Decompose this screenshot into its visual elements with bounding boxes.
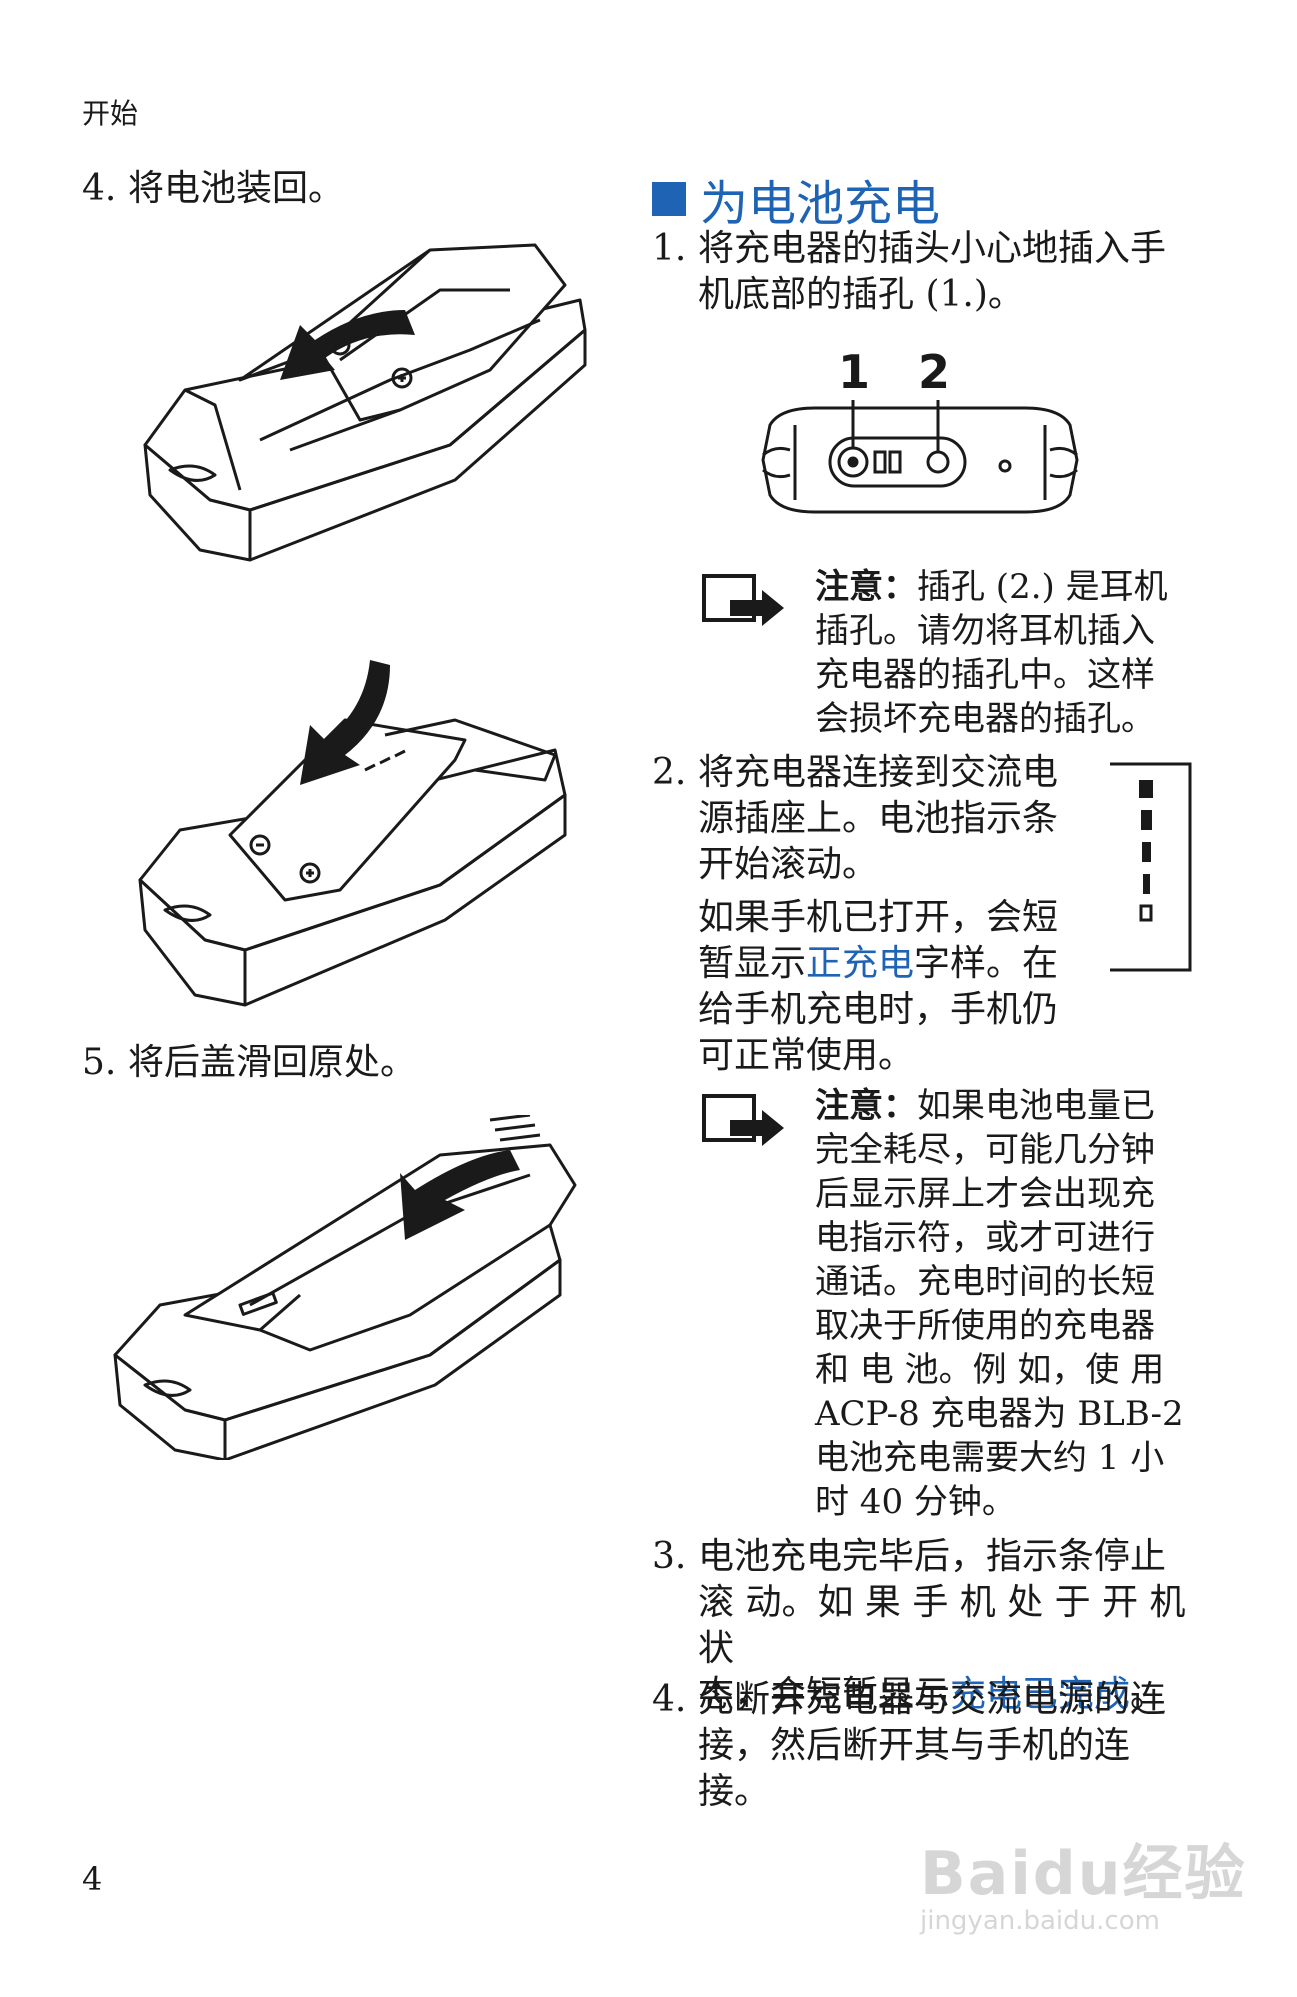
- step-number: 2.: [652, 752, 687, 793]
- step-text: 将电池装回。: [128, 168, 345, 209]
- note-line: 后显示屏上才会出现充: [815, 1174, 1155, 1214]
- step-line: 将充电器的插头小心地插入手: [698, 228, 1167, 269]
- watermark-logo: Baidu经验: [920, 1839, 1247, 1909]
- charging-status-text: 正充电: [806, 943, 915, 984]
- note-line: 插孔。请勿将耳机插入: [815, 611, 1155, 651]
- battery-insert-illustration-1: [143, 243, 587, 562]
- para-text: 暂显示: [698, 943, 807, 984]
- note-headphone-jack: 注意：插孔 (2.) 是耳机 插孔。请勿将耳机插入 充电器的插孔中。这样 会损坏…: [815, 565, 1195, 741]
- battery-indicator-icon: [1110, 762, 1192, 972]
- label-1: 1: [838, 345, 871, 399]
- note-line: 插孔 (2.) 是耳机: [917, 567, 1168, 607]
- para-text: 字样。在: [914, 943, 1059, 984]
- step-line: 滚 动。如 果 手 机 处 于 开 机 状: [698, 1582, 1186, 1669]
- step-number: 4.: [82, 168, 117, 209]
- charge-step-1: 1. 将充电器的插头小心地插入手 机底部的插孔 (1.)。: [652, 226, 1212, 318]
- para-line: 如果手机已打开，会短: [698, 897, 1059, 938]
- step-line: 将充电器连接到交流电: [698, 752, 1059, 793]
- note-label: 注意：: [815, 1086, 917, 1126]
- step-line: 机底部的插孔 (1.)。: [698, 274, 1024, 315]
- section-title-text: 为电池充电: [700, 176, 941, 232]
- section-title: 为电池充电: [652, 164, 940, 234]
- step-line: 开始滚动。: [698, 844, 879, 885]
- step-line: 先断开充电器与交流电源的连: [698, 1679, 1167, 1720]
- para-line: 给手机充电时，手机仍: [698, 989, 1059, 1030]
- note-line: 完全耗尽，可能几分钟: [815, 1130, 1155, 1170]
- charge-step-2-detail: 如果手机已打开，会短 暂显示正充电字样。在 给手机充电时，手机仍 可正常使用。: [698, 895, 1078, 1079]
- note-line: 通话。充电时间的长短: [815, 1262, 1155, 1302]
- step-line: 电池充电完毕后，指示条停止: [698, 1536, 1167, 1577]
- watermark: Baidu经验 jingyan.baidu.com: [920, 1825, 1246, 1936]
- note-line: 充电器的插孔中。这样: [815, 655, 1155, 695]
- step-line: 接。: [698, 1771, 771, 1812]
- watermark-url: jingyan.baidu.com: [920, 1906, 1160, 1936]
- running-header: 开始: [82, 97, 139, 130]
- charge-step-3: 3. 电池充电完毕后，指示条停止 滚 动。如 果 手 机 处 于 开 机 状 态…: [652, 1534, 1212, 1715]
- battery-insert-illustration-2: [138, 660, 567, 1007]
- step-4-battery-back: 4. 将电池装回。: [82, 166, 602, 212]
- note-line: 会损坏充电器的插孔。: [815, 699, 1155, 739]
- step-text: 将后盖滑回原处。: [128, 1042, 417, 1083]
- step-number: 4.: [652, 1679, 687, 1720]
- step-text: 态，会短暂显示: [698, 1674, 951, 1715]
- note-line: 电池充电需要大约 1 小: [815, 1438, 1165, 1478]
- note-line: ACP-8 充电器为 BLB-2: [815, 1394, 1184, 1434]
- step-text: 。: [1130, 1674, 1167, 1715]
- bullet-square-icon: [652, 182, 686, 216]
- charge-step-4: 4. 先断开充电器与交流电源的连 接，然后断开其与手机的连 接。: [652, 1677, 1212, 1815]
- note-line: 和 电 池。例 如，使 用: [815, 1350, 1165, 1390]
- note-line: 时 40 分钟。: [815, 1482, 1016, 1522]
- para-line: 可正常使用。: [698, 1035, 915, 1076]
- label-2: 2: [918, 345, 951, 399]
- charge-step-2: 2. 将充电器连接到交流电 源插座上。电池指示条 开始滚动。: [652, 750, 1072, 888]
- step-number: 3.: [652, 1536, 687, 1577]
- back-cover-illustration: [113, 1115, 577, 1460]
- note-charging-time: 注意：如果电池电量已 完全耗尽，可能几分钟 后显示屏上才会出现充 电指示符，或才…: [815, 1084, 1200, 1524]
- step-number: 5.: [82, 1042, 117, 1083]
- note-icon: [702, 574, 784, 626]
- step-line: 源插座上。电池指示条: [698, 798, 1059, 839]
- note-icon: [702, 1094, 784, 1146]
- phone-bottom-diagram: 1 2: [755, 345, 1085, 525]
- step-number: 1.: [652, 228, 687, 269]
- note-label: 注意：: [815, 567, 917, 607]
- charge-complete-text: 充电已完成: [950, 1674, 1131, 1715]
- step-line: 接，然后断开其与手机的连: [698, 1725, 1131, 1766]
- note-line: 如果电池电量已: [917, 1086, 1155, 1126]
- page-number: 4: [82, 1860, 103, 1898]
- step-5-slide-cover: 5. 将后盖滑回原处。: [82, 1040, 602, 1086]
- note-line: 取决于所使用的充电器: [815, 1306, 1155, 1346]
- note-line: 电指示符，或才可进行: [815, 1218, 1155, 1258]
